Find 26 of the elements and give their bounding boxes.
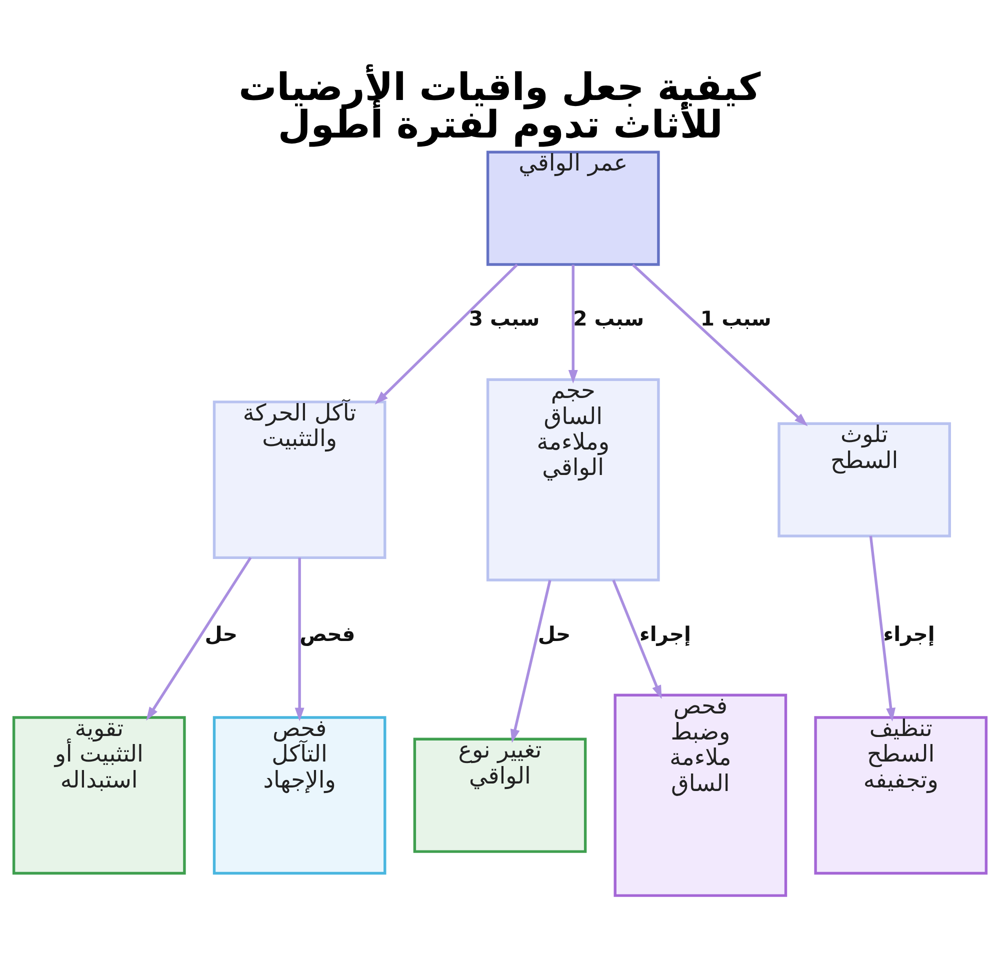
arrow	[869, 536, 896, 722]
arrow	[612, 580, 662, 699]
arrow	[294, 558, 304, 722]
diagram-title: كيفية جعل واقيات الأرضيات للأثاث تدوم لفترة أطول	[238, 64, 761, 147]
arrow	[510, 580, 552, 743]
node-box: حجم الساق وملاءمة الواقي	[486, 378, 660, 582]
edge-label: سبب 3	[468, 306, 540, 330]
node-box: تقوية التثبيت أو استبداله	[12, 716, 186, 875]
arrow	[632, 264, 808, 426]
arrow	[146, 556, 252, 721]
node-box: فحص التآكل والإجهاد	[212, 716, 386, 875]
node-box: فحص وضبط ملاءمة الساق	[614, 694, 788, 897]
arrow	[374, 264, 518, 404]
node-box: تآكل الحركة والتثبيت	[212, 400, 386, 560]
edge-label: سبب 2	[573, 306, 644, 330]
edge-label: حل	[204, 622, 238, 646]
edge-label: إجراء	[883, 622, 935, 646]
node-box: تنظيف السطح وتجفيفه	[814, 716, 988, 875]
edge-label: فحص	[300, 622, 356, 646]
edge-label: حل	[538, 622, 571, 646]
edge-label: إجراء	[639, 622, 692, 646]
node-box: عمر الواقي	[486, 150, 660, 266]
node-box: تلوث السطح	[778, 422, 951, 538]
arrow	[568, 264, 578, 384]
node-box: تغيير نوع الواقي	[413, 738, 587, 853]
edge-label: سبب 1	[700, 306, 772, 330]
